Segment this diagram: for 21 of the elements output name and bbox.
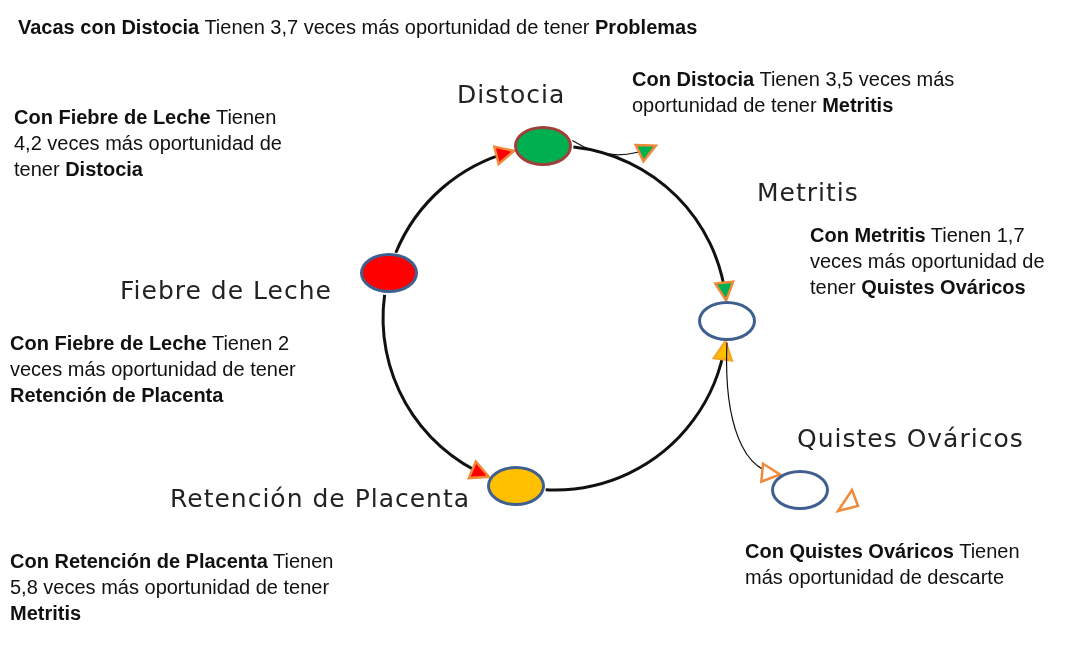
note-text: Con Distocia Tienen 3,5 veces más oportunidad de tener Metritis	[632, 67, 956, 118]
node-circle	[771, 470, 829, 510]
note-text: Con Quistes Ováricos Tienen más oportunidad de descarte	[745, 539, 1021, 590]
node-circle	[697, 301, 756, 341]
note-text: Con Metritis Tienen 1,7 veces más oportunidad de tener Quistes Ováricos	[810, 223, 1046, 300]
note-text: Con Fiebre de Leche Tienen 4,2 veces más oportunidad de tener Distocia	[14, 105, 283, 182]
node-circle	[487, 465, 546, 506]
note-text: Con Fiebre de Leche Tienen 2 veces más oportunidad de tener Retención de Placenta	[10, 331, 297, 408]
note-text: Con Retención de Placenta Tienen 5,8 veces más oportunidad de tener Metritis	[10, 549, 335, 626]
title: Vacas con Distocia Tienen 3,7 veces más oportunidad de tener Problemas	[18, 15, 698, 40]
node-title: Fiebre de Leche	[120, 276, 332, 305]
arrow	[573, 145, 734, 302]
node-title: Metritis	[757, 178, 859, 207]
node-title: Distocia	[457, 80, 566, 109]
arrow	[394, 146, 516, 254]
node-title: Quistes Ováricos	[797, 424, 1024, 453]
node-title: Retención de Placenta	[170, 484, 471, 513]
arrow	[545, 340, 732, 492]
arrow	[381, 294, 491, 479]
arrow	[725, 341, 782, 483]
arrow	[571, 139, 658, 163]
